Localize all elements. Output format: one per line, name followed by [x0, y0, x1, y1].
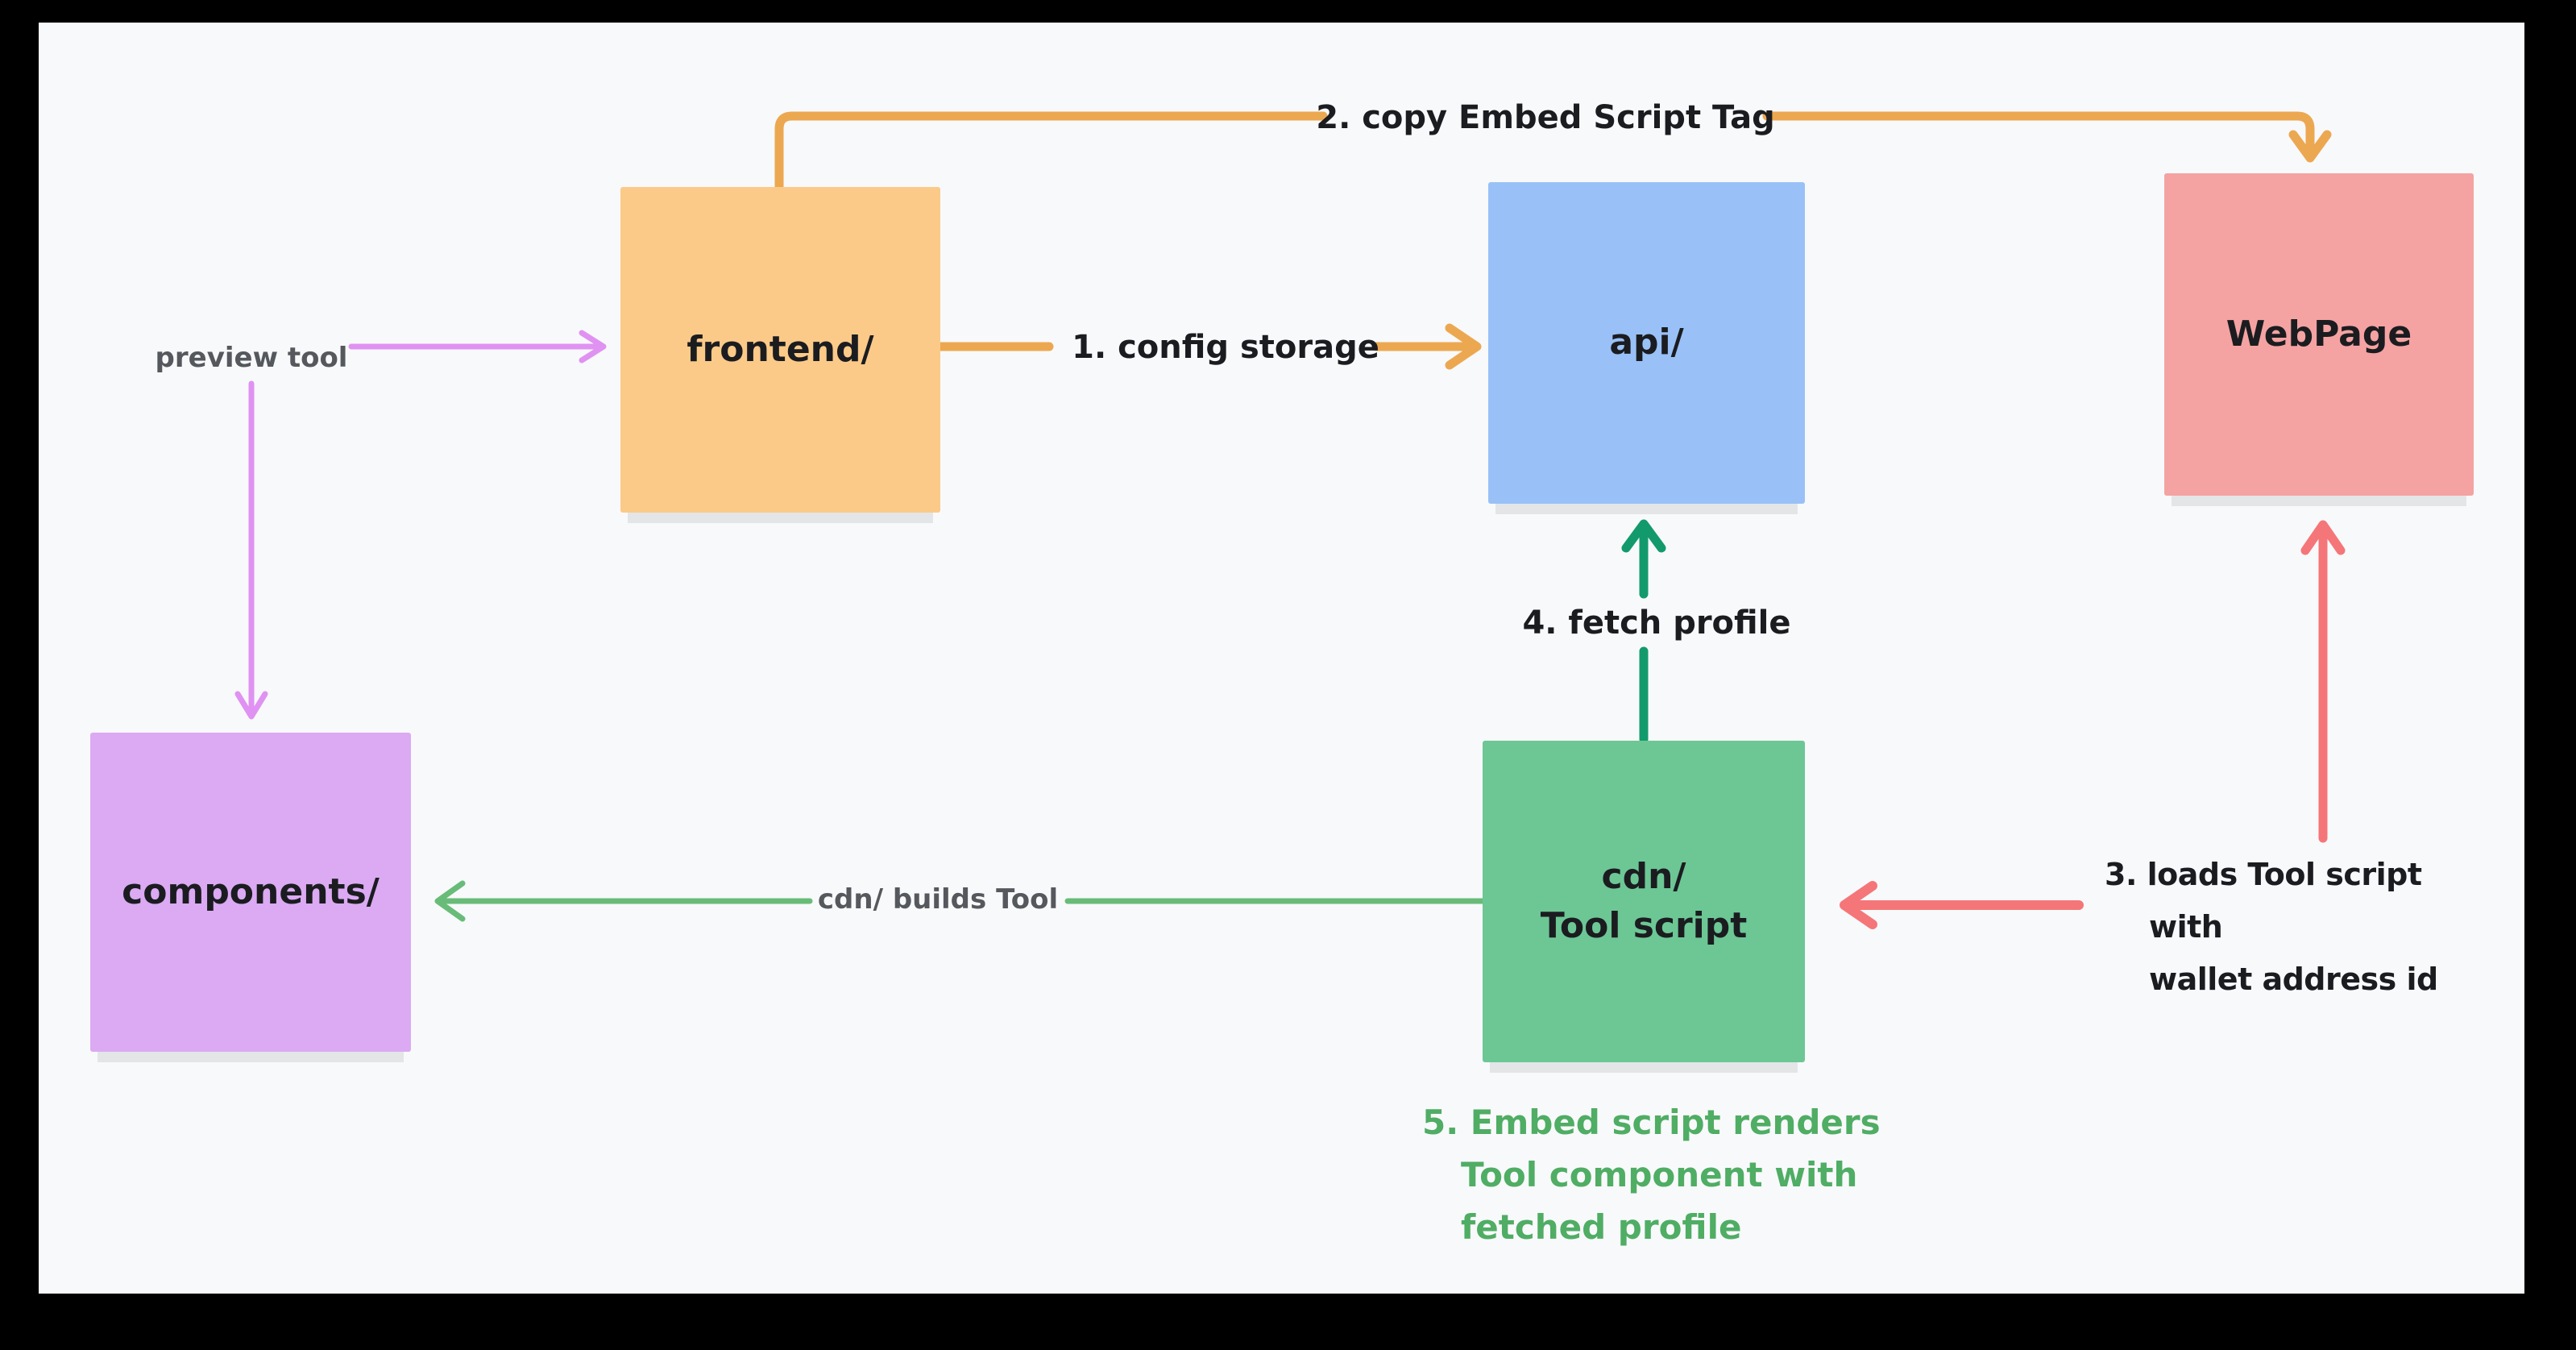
- node-frontend-label: frontend/: [687, 328, 874, 370]
- node-webpage: WebPage: [2164, 173, 2474, 496]
- node-api-label: api/: [1609, 322, 1684, 363]
- step5-line-2: Tool component with: [1461, 1155, 1858, 1194]
- edge-label-cdn-builds-tool: cdn/ builds Tool: [817, 883, 1059, 916]
- edge-label-config-storage: 1. config storage: [1072, 329, 1379, 366]
- node-components: components/: [90, 733, 411, 1052]
- diagram-canvas: [39, 23, 2524, 1294]
- step5-line-1: 5. Embed script renders: [1422, 1103, 1881, 1142]
- node-api: api/: [1488, 182, 1805, 504]
- edge-label-preview-tool: preview tool: [155, 342, 348, 374]
- node-webpage-label: WebPage: [2225, 313, 2412, 355]
- node-frontend: frontend/: [620, 187, 940, 513]
- annotation-step5: 5. Embed script renders Tool component w…: [1422, 1096, 1881, 1253]
- step3-line-2: with: [2149, 909, 2223, 945]
- node-components-label: components/: [122, 870, 380, 912]
- step3-line-1: 3. loads Tool script: [2105, 857, 2422, 892]
- step3-line-3: wallet address id: [2149, 962, 2438, 997]
- node-cdn-label-line2: Tool script: [1540, 904, 1748, 946]
- node-cdn-label-line1: cdn/: [1601, 855, 1686, 897]
- edge-label-loads-tool-script: 3. loads Tool script with wallet address…: [2105, 849, 2438, 1006]
- step5-line-3: fetched profile: [1461, 1207, 1742, 1247]
- edge-label-fetch-profile: 4. fetch profile: [1522, 604, 1791, 642]
- node-cdn: cdn/ Tool script: [1483, 741, 1805, 1062]
- edge-label-copy-embed-script-tag: 2. copy Embed Script Tag: [1316, 99, 1775, 136]
